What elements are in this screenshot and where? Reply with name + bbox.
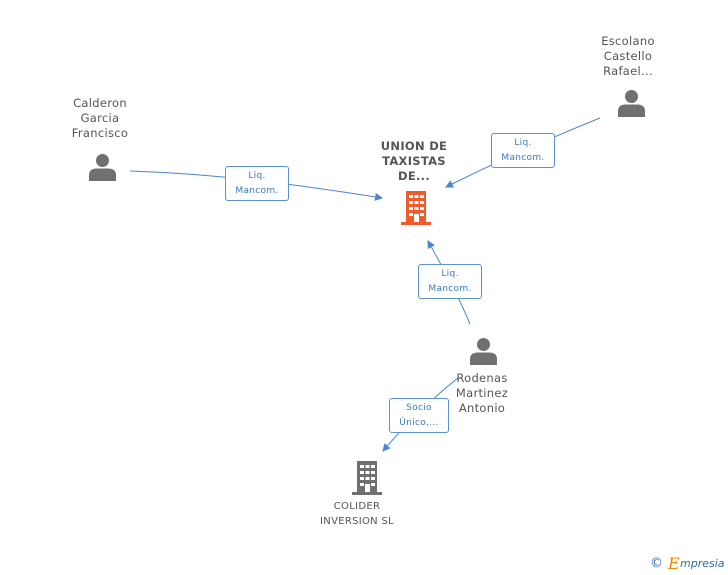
edge-label-calderon-line-1: Liq. xyxy=(248,171,266,181)
edge-label-rodenas-colider[interactable]: Socio Único,... xyxy=(389,398,449,433)
person-escolano-label[interactable]: Escolano Castello Rafael... xyxy=(580,34,676,79)
company-union-line-2: TAXISTAS xyxy=(382,154,446,168)
company-colider-line-1: COLIDER xyxy=(333,501,381,512)
main-company-building-icon[interactable] xyxy=(400,190,432,226)
edge-label-calderon-line-2: Mancom. xyxy=(235,186,279,196)
company-union-label[interactable]: UNION DE TAXISTAS DE... xyxy=(364,139,464,184)
company-union-line-3: DE... xyxy=(397,169,430,183)
edge-label-colider-line-1: Socio xyxy=(406,403,432,413)
person-escolano-icon[interactable] xyxy=(617,89,646,118)
edge-label-escolano-line-1: Liq. xyxy=(514,138,532,148)
copyright-symbol: © xyxy=(650,556,663,571)
edge-label-rodenas-line-2: Mancom. xyxy=(428,284,472,294)
edge-label-rodenas-union[interactable]: Liq. Mancom. xyxy=(418,264,482,299)
person-rodenas-label[interactable]: Rodenas Martinez Antonio xyxy=(434,371,530,416)
person-calderon-label[interactable]: Calderon Garcia Francisco xyxy=(50,96,150,141)
company-colider-building-icon[interactable] xyxy=(351,460,383,496)
company-union-line-1: UNION DE xyxy=(380,139,448,153)
edge-label-escolano-union[interactable]: Liq. Mancom. xyxy=(491,133,555,168)
person-escolano-line-1: Escolano xyxy=(601,34,655,48)
person-rodenas-line-3: Antonio xyxy=(458,401,506,415)
person-escolano-line-3: Rafael... xyxy=(603,64,653,78)
edge-label-rodenas-line-1: Liq. xyxy=(441,269,459,279)
brand-name: mpresia xyxy=(680,557,725,570)
person-rodenas-line-2: Martinez xyxy=(455,386,509,400)
person-calderon-line-2: Garcia xyxy=(80,111,120,125)
person-rodenas-icon[interactable] xyxy=(469,337,498,366)
brand-initial: E xyxy=(668,554,680,573)
person-calderon-line-3: Francisco xyxy=(71,126,129,140)
company-colider-line-2: INVERSION SL xyxy=(320,516,394,527)
person-rodenas-line-1: Rodenas xyxy=(456,371,508,385)
person-escolano-line-2: Castello xyxy=(603,49,653,63)
person-calderon-icon[interactable] xyxy=(88,153,117,182)
company-colider-label[interactable]: COLIDER INVERSION SL xyxy=(307,499,407,529)
empresia-logo[interactable]: © E mpresia xyxy=(650,554,728,573)
person-calderon-line-1: Calderon xyxy=(73,96,127,110)
edge-label-colider-line-2: Único,... xyxy=(399,418,439,428)
edge-label-escolano-line-2: Mancom. xyxy=(501,153,545,163)
edge-label-calderon-union[interactable]: Liq. Mancom. xyxy=(225,166,289,201)
